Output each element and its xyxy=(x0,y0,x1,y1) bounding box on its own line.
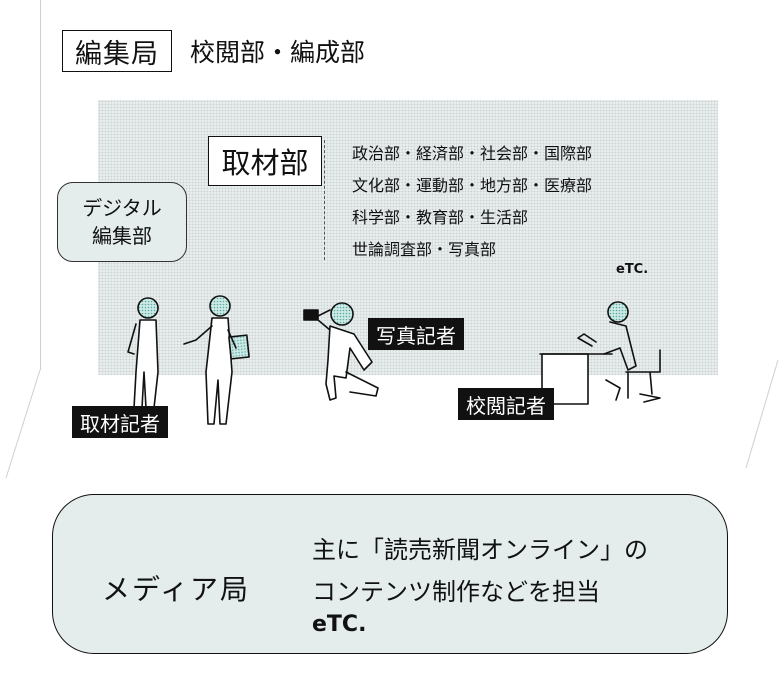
dept-line: 政治部・経済部・社会部・国際部 xyxy=(352,144,593,163)
dept-line: 科学部・教育部・生活部 xyxy=(352,208,529,227)
dept-line: 世論調査部・写真部 xyxy=(352,240,497,259)
newsroom-scene xyxy=(98,100,718,375)
photographer-figure-icon xyxy=(303,302,379,401)
dept-line: 文化部・運動部・地方部・医療部 xyxy=(352,176,593,195)
figures-illustration xyxy=(127,295,661,425)
proofreader-figure-icon xyxy=(539,301,661,405)
media-desc-line: 主に「読売新聞オンライン」の xyxy=(312,536,648,564)
edge-line-left-bottom xyxy=(5,370,41,479)
media-bureau-title: メディア局 xyxy=(102,573,251,606)
dept-etc: eTC. xyxy=(616,262,649,277)
digital-line2: 編集部 xyxy=(92,224,152,248)
bureau-subtitle: 校閲部・編成部 xyxy=(190,38,366,67)
reporter-figure-icon xyxy=(127,297,159,409)
reporter-notepad-figure-icon xyxy=(183,295,250,425)
digital-editorial-dept: デジタル 編集部 xyxy=(57,182,187,262)
edge-line-left-top xyxy=(40,0,41,370)
dept-title: 取材部 xyxy=(221,146,309,180)
media-desc-line: コンテンツ制作などを担当 xyxy=(312,578,600,606)
edge-line-right xyxy=(745,360,779,469)
digital-line1: デジタル xyxy=(82,196,162,220)
reporting-dept-label: 取材部 xyxy=(208,136,322,186)
photographer-label: 写真記者 xyxy=(368,318,464,350)
bureau-title: 編集局 xyxy=(75,38,159,70)
dept-divider xyxy=(324,140,325,260)
proofreader-label: 校閲記者 xyxy=(458,388,554,420)
reporter-label: 取材記者 xyxy=(72,406,168,438)
media-etc: eTC. xyxy=(312,612,367,637)
editorial-bureau-label: 編集局 xyxy=(62,30,172,72)
media-bureau-panel xyxy=(52,494,728,654)
